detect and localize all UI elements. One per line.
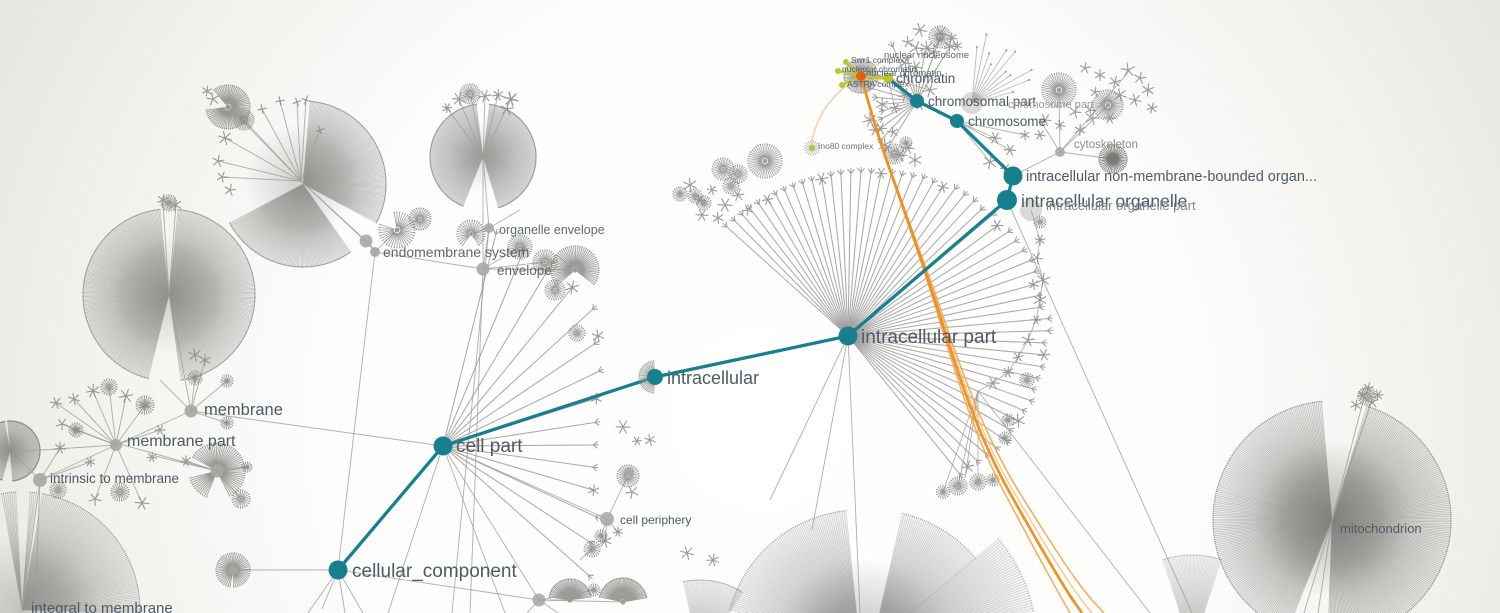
svg-text:endomembrane system: endomembrane system	[383, 244, 529, 260]
svg-text:chromatin: chromatin	[896, 71, 955, 86]
svg-text:nucleolar chromatin: nucleolar chromatin	[842, 64, 916, 74]
svg-text:cellular_component: cellular_component	[352, 561, 517, 582]
svg-text:chromosome part: chromosome part	[1008, 99, 1094, 111]
svg-text:intracellular organelle part: intracellular organelle part	[1046, 198, 1196, 213]
svg-text:Swr1 complex: Swr1 complex	[851, 55, 905, 65]
svg-text:chromosome: chromosome	[968, 114, 1046, 129]
svg-text:cytoskeleton: cytoskeleton	[1074, 139, 1138, 151]
svg-text:membrane part: membrane part	[127, 433, 236, 450]
svg-text:nuclear nucleosome: nuclear nucleosome	[884, 50, 969, 61]
svg-text:intracellular non-membrane-bou: intracellular non-membrane-bounded organ…	[1026, 169, 1317, 185]
svg-text:envelope: envelope	[497, 263, 552, 278]
svg-text:nuclear chromatin: nuclear chromatin	[866, 68, 942, 79]
svg-text:cell part: cell part	[456, 436, 523, 457]
svg-text:membrane: membrane	[204, 401, 283, 419]
svg-text:integral to membrane: integral to membrane	[31, 600, 173, 613]
svg-text:intrinsic to membrane: intrinsic to membrane	[50, 471, 179, 486]
svg-text:ASTRA complex: ASTRA complex	[847, 79, 910, 89]
svg-text:organelle envelope: organelle envelope	[499, 223, 605, 237]
svg-text:intracellular: intracellular	[667, 368, 759, 388]
svg-text:intracellular part: intracellular part	[861, 327, 997, 348]
svg-text:cell periphery: cell periphery	[620, 513, 691, 527]
svg-text:mitochondrion: mitochondrion	[1340, 521, 1422, 536]
svg-text:chromosomal part: chromosomal part	[928, 94, 1036, 109]
svg-text:intracellular organelle: intracellular organelle	[1021, 191, 1187, 211]
svg-text:Ino80 complex: Ino80 complex	[818, 141, 874, 151]
